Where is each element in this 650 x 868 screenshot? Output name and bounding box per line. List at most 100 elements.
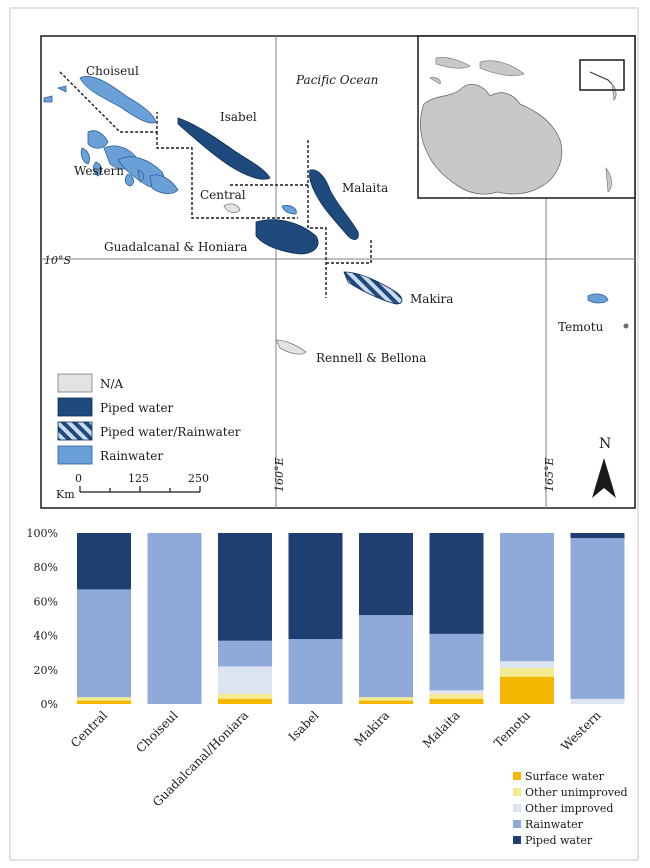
category-label: Temotu xyxy=(491,708,533,750)
bar-segment xyxy=(429,633,484,691)
scale-tick-0: 0 xyxy=(75,472,82,485)
longitude-label-160: 160°E xyxy=(273,457,286,492)
inset-island-c xyxy=(429,77,441,85)
category-label: Makira xyxy=(351,708,392,749)
inset-island-d xyxy=(611,83,617,101)
label-central: Central xyxy=(200,188,246,202)
isabel-island xyxy=(177,117,271,180)
legend-swatch xyxy=(513,804,521,812)
central-island xyxy=(223,203,241,214)
north-arrow-left xyxy=(592,458,604,498)
legend-entry: Other improved xyxy=(525,802,613,815)
bar-segment xyxy=(570,533,625,539)
inset-extent-box xyxy=(579,59,625,91)
western-islands xyxy=(80,130,179,194)
scale-tick-125: 125 xyxy=(128,472,149,485)
bar-segment xyxy=(429,690,484,694)
y-tick-label: 60% xyxy=(34,595,58,608)
legend-swatch xyxy=(513,772,521,780)
legend-label-na: N/A xyxy=(100,377,124,391)
bar-segment xyxy=(77,697,131,701)
scale-unit: Km xyxy=(56,488,75,501)
inset-solomons xyxy=(589,71,613,85)
makira-island xyxy=(343,271,403,305)
legend-swatch-rainwater xyxy=(57,445,93,465)
chart-bars xyxy=(77,533,625,704)
rennell-island xyxy=(275,339,307,355)
temotu-island xyxy=(587,293,609,304)
legend-swatch xyxy=(513,820,521,828)
bar-segment xyxy=(500,533,554,662)
bar-segment xyxy=(218,698,272,704)
y-tick-label: 80% xyxy=(34,561,58,574)
north-arrow: N xyxy=(592,436,616,498)
bar-segment xyxy=(429,533,484,634)
category-label: Central xyxy=(68,708,110,750)
bar-segment xyxy=(429,693,484,699)
legend-entry: Other unimproved xyxy=(525,786,628,799)
choiseul-island xyxy=(79,76,157,124)
bar-segment xyxy=(500,676,554,704)
y-tick-label: 40% xyxy=(34,630,58,643)
figure-border xyxy=(9,7,639,861)
bar-segment xyxy=(218,666,272,694)
bar-segment xyxy=(77,533,131,590)
inset-island-e xyxy=(605,166,612,193)
central-island-small xyxy=(281,205,297,215)
category-label: Isabel xyxy=(286,708,322,744)
temotu-islet xyxy=(623,323,629,329)
legend-swatch xyxy=(513,836,521,844)
bar-segment xyxy=(77,700,131,704)
legend-swatch-na xyxy=(57,373,93,393)
bar-segment xyxy=(570,538,625,699)
bar-segment xyxy=(359,615,413,698)
inset-island-b xyxy=(479,60,525,76)
label-rennell: Rennell & Bellona xyxy=(316,351,426,365)
bar-segment xyxy=(288,533,343,640)
north-arrow-right xyxy=(604,458,616,498)
label-choiseul: Choiseul xyxy=(86,64,139,78)
western-outer-island-2 xyxy=(56,85,67,93)
western-outer-island xyxy=(43,95,53,103)
longitude-label-165: 165°E xyxy=(543,457,556,492)
label-western: Western xyxy=(74,164,124,178)
bar-segment xyxy=(218,693,272,699)
label-malaita: Malaita xyxy=(342,181,388,195)
bar-segment xyxy=(500,661,554,669)
legend-label-hatch: Piped water/Rainwater xyxy=(100,425,241,439)
bar-segment xyxy=(359,533,413,616)
malaita-island xyxy=(309,169,359,240)
legend-swatch-piped xyxy=(57,397,93,417)
label-makira: Makira xyxy=(410,292,453,306)
map-legend: N/A Piped water Piped water/Rainwater Ra… xyxy=(57,373,241,465)
bar-segment xyxy=(77,589,131,698)
inset-map xyxy=(417,35,636,199)
label-temotu: Temotu xyxy=(558,320,604,334)
y-tick-label: 0% xyxy=(41,698,58,711)
y-tick-label: 100% xyxy=(27,527,58,540)
scale-bar: 0 125 250 Km xyxy=(56,472,209,501)
category-label: Choiseul xyxy=(133,708,180,755)
category-label: Western xyxy=(558,708,603,753)
legend-entry: Piped water xyxy=(525,834,593,847)
legend-entry: Rainwater xyxy=(525,818,584,831)
scale-tick-250: 250 xyxy=(188,472,209,485)
bar-segment xyxy=(147,533,202,704)
chart-y-axis: 0%20%40%60%80%100% xyxy=(27,527,58,711)
inset-australia xyxy=(420,83,563,195)
bar-segment xyxy=(218,533,272,641)
inset-island-a xyxy=(435,57,471,69)
bar-segment xyxy=(288,639,343,704)
bar-segment xyxy=(218,640,272,667)
legend-swatch xyxy=(513,788,521,796)
bar-segment xyxy=(359,697,413,701)
bar-segment xyxy=(359,700,413,704)
map-panel: 10°S 160°E 165°E xyxy=(40,35,636,509)
legend-entry: Surface water xyxy=(525,770,605,783)
label-pacific-ocean: Pacific Ocean xyxy=(295,73,378,87)
north-label: N xyxy=(599,436,611,452)
